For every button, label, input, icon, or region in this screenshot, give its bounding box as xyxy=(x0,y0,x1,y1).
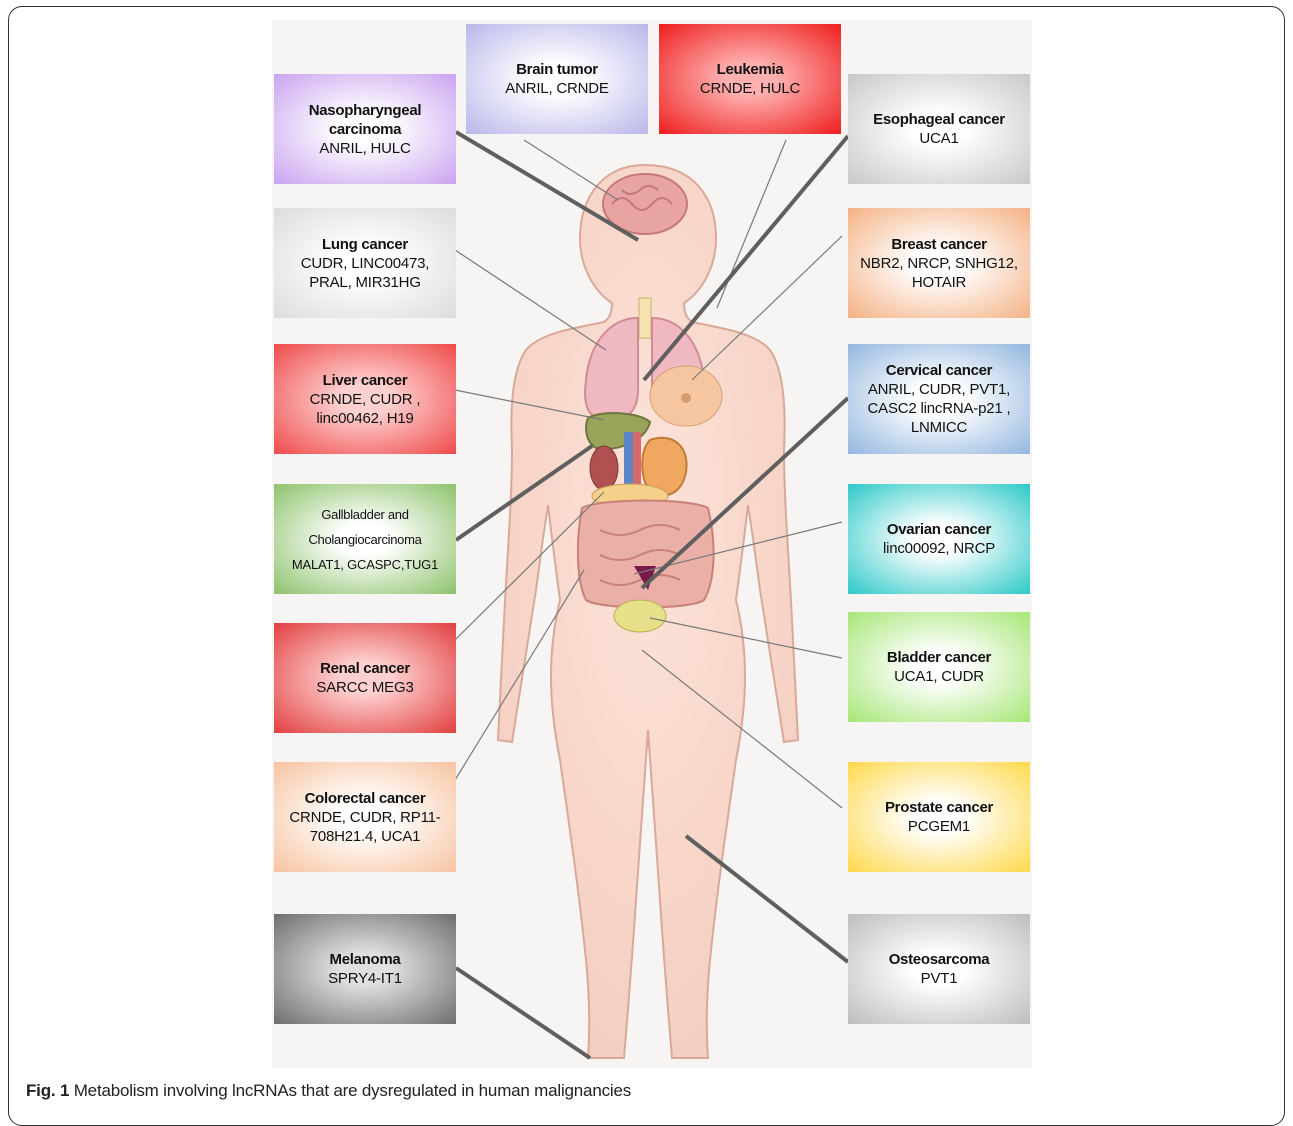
intestines xyxy=(578,501,714,608)
box-genes: UCA1, CUDR xyxy=(894,667,984,686)
box-genes: PCGEM1 xyxy=(908,817,970,836)
box-lung: Lung cancer CUDR, LINC00473, PRAL, MIR31… xyxy=(274,208,456,318)
box-breast: Breast cancer NBR2, NRCP, SNHG12, HOTAIR xyxy=(848,208,1030,318)
box-title: Nasopharyngeal carcinoma xyxy=(284,101,446,139)
box-genes: NBR2, NRCP, SNHG12, HOTAIR xyxy=(858,254,1020,292)
box-title: Bladder cancer xyxy=(887,648,991,667)
box-title: Breast cancer xyxy=(891,235,986,254)
box-colorectal: Colorectal cancer CRNDE, CUDR, RP11-708H… xyxy=(274,762,456,872)
box-ovarian: Ovarian cancer linc00092, NRCP xyxy=(848,484,1030,594)
box-genes: PVT1 xyxy=(921,969,958,988)
box-genes: SPRY4-IT1 xyxy=(328,969,402,988)
box-title: Colorectal cancer xyxy=(305,789,426,808)
box-title: Leukemia xyxy=(717,60,784,79)
box-gallbladder: Gallbladder and Cholangiocarcinoma MALAT… xyxy=(274,484,456,594)
box-genes: MALAT1, GCASPC,TUG1 xyxy=(292,552,438,577)
box-title: Gallbladder and Cholangiocarcinoma xyxy=(284,502,446,552)
box-genes: ANRIL, CUDR, PVT1, CASC2 lincRNA-p21 , L… xyxy=(858,380,1020,437)
box-osteosarcoma: Osteosarcoma PVT1 xyxy=(848,914,1030,1024)
caption-text: Metabolism involving lncRNAs that are dy… xyxy=(69,1081,631,1100)
box-genes: CUDR, LINC00473, PRAL, MIR31HG xyxy=(284,254,446,292)
box-title: Renal cancer xyxy=(320,659,410,678)
box-nasopharyngeal: Nasopharyngeal carcinoma ANRIL, HULC xyxy=(274,74,456,184)
box-bladder: Bladder cancer UCA1, CUDR xyxy=(848,612,1030,722)
trachea xyxy=(639,298,651,338)
box-genes: UCA1 xyxy=(919,129,958,148)
box-esophageal: Esophageal cancer UCA1 xyxy=(848,74,1030,184)
box-title: Esophageal cancer xyxy=(873,110,1005,129)
box-leukemia: Leukemia CRNDE, HULC xyxy=(659,24,841,134)
box-title: Brain tumor xyxy=(516,60,598,79)
box-genes: linc00092, NRCP xyxy=(883,539,995,558)
box-melanoma: Melanoma SPRY4-IT1 xyxy=(274,914,456,1024)
box-title: Prostate cancer xyxy=(885,798,993,817)
box-genes: SARCC MEG3 xyxy=(316,678,413,697)
caption-label: Fig. 1 xyxy=(26,1081,69,1100)
box-genes: CRNDE, CUDR , linc00462, H19 xyxy=(284,390,446,428)
box-genes: CRNDE, CUDR, RP11-708H21.4, UCA1 xyxy=(284,808,446,846)
box-title: Cervical cancer xyxy=(886,361,992,380)
box-genes: ANRIL, CRNDE xyxy=(505,79,608,98)
box-title: Osteosarcoma xyxy=(889,950,990,969)
box-renal: Renal cancer SARCC MEG3 xyxy=(274,623,456,733)
box-prostate: Prostate cancer PCGEM1 xyxy=(848,762,1030,872)
box-title: Ovarian cancer xyxy=(887,520,991,539)
bladder-organ xyxy=(614,600,666,632)
box-title: Liver cancer xyxy=(323,371,408,390)
box-liver: Liver cancer CRNDE, CUDR , linc00462, H1… xyxy=(274,344,456,454)
box-genes: ANRIL, HULC xyxy=(319,139,410,158)
box-cervical: Cervical cancer ANRIL, CUDR, PVT1, CASC2… xyxy=(848,344,1030,454)
box-brain: Brain tumor ANRIL, CRNDE xyxy=(466,24,648,134)
box-title: Melanoma xyxy=(330,950,401,969)
box-title: Lung cancer xyxy=(322,235,408,254)
box-genes: CRNDE, HULC xyxy=(700,79,800,98)
figure-caption: Fig. 1 Metabolism involving lncRNAs that… xyxy=(26,1081,631,1101)
kidney xyxy=(590,446,618,490)
